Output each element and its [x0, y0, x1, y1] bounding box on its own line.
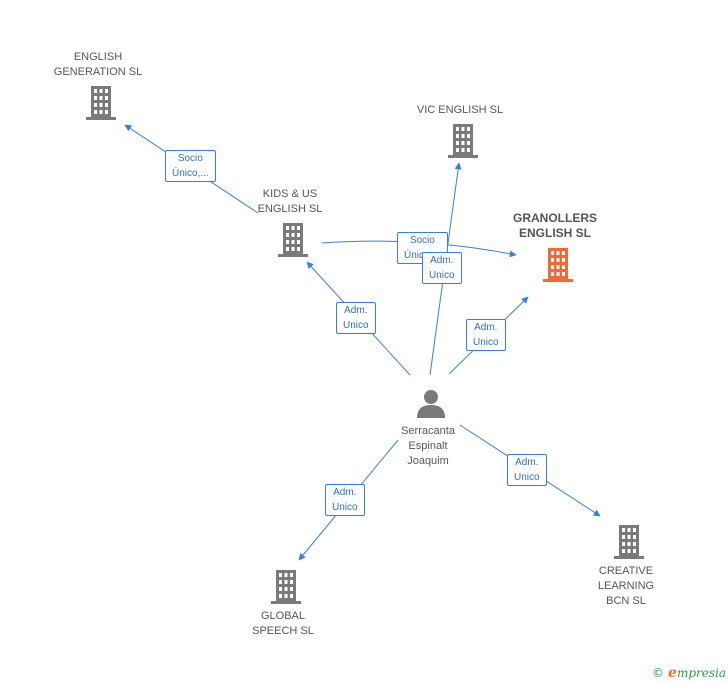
brand-name: mpresia [676, 666, 726, 680]
building-icon [86, 86, 116, 125]
node-label-global-speech[interactable]: GLOBAL SPEECH SL [252, 610, 314, 637]
copyright-icon: © [652, 666, 665, 680]
building-icon [271, 570, 301, 609]
brand-footer[interactable]: ©empresia [652, 665, 726, 681]
building-icon [448, 124, 478, 163]
edge-label-person-to-creative[interactable]: Adm. Unico [507, 454, 547, 486]
person-icon [416, 389, 446, 424]
edge-label-person-to-granollers[interactable]: Adm. Unico [466, 319, 506, 351]
node-label-person[interactable]: Serracanta Espinalt Joaquim [401, 425, 455, 467]
edge-label-person-to-vic[interactable]: Adm. Unico [422, 252, 462, 284]
edge-label-person-to-kids[interactable]: Adm. Unico [336, 302, 376, 334]
building-icon-focus [543, 248, 573, 287]
building-icon [278, 223, 308, 262]
node-label-kids-us[interactable]: KIDS & US ENGLISH SL [257, 188, 323, 215]
edge-label-person-to-global[interactable]: Adm. Unico [325, 484, 365, 516]
node-label-english-generation[interactable]: ENGLISH GENERATION SL [53, 51, 143, 78]
node-label-vic-english[interactable]: VIC ENGLISH SL [416, 104, 504, 116]
edge-label-kids-to-generation[interactable]: Socio Único,... [165, 150, 216, 182]
building-icon [614, 525, 644, 564]
node-label-granollers[interactable]: GRANOLLERS ENGLISH SL [513, 211, 597, 240]
brand-initial: e [668, 665, 677, 681]
node-label-creative-learning[interactable]: CREATIVE LEARNING BCN SL [597, 565, 655, 607]
